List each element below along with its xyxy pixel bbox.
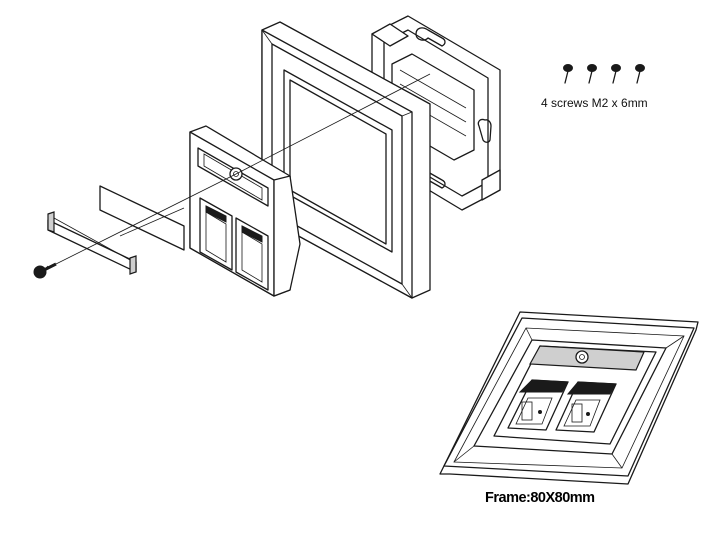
explode-guide-lines — [55, 73, 431, 265]
screw-icon — [611, 64, 621, 84]
frame-size-caption: Frame:80X80mm — [485, 490, 595, 506]
screw-icon — [635, 64, 645, 84]
screw-icons — [563, 64, 645, 84]
screws-caption: 4 screws M2 x 6mm — [541, 96, 648, 110]
front-screw — [33, 262, 57, 279]
assembled-socket — [439, 311, 699, 485]
cover-frame — [261, 21, 431, 299]
screw-icon — [563, 64, 573, 84]
screw-icon — [587, 64, 597, 84]
label-paper — [99, 185, 185, 251]
keystone-insert — [189, 125, 301, 297]
